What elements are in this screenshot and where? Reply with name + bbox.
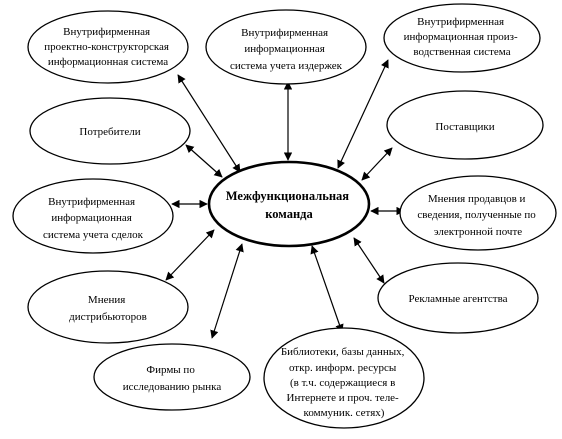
node-ad-agencies-label: Рекламные агентства (408, 293, 507, 305)
node-production-system: Внутрифирменная информационная произ- во… (383, 3, 541, 73)
label-line: Фирмы по (146, 364, 195, 376)
label-line: сведения, полученные по (417, 209, 536, 221)
label-line: Межфункциональная (226, 189, 350, 203)
label-line: Библиотеки, базы данных, (281, 346, 405, 358)
label-line: (в т.ч. содержащиеся в (290, 377, 395, 389)
label-line: Внутрифирменная (417, 16, 504, 28)
label-line: водственная система (413, 46, 510, 58)
label-line: Внутрифирменная (63, 26, 150, 38)
node-research-firms: Фирмы по исследованию рынка (93, 343, 251, 411)
label-line: Мнения (88, 294, 125, 306)
label-line: коммуник. сетях) (304, 407, 385, 419)
label-line: информационная система (48, 56, 168, 68)
arrow-suppliers (361, 147, 393, 181)
node-suppliers-label: Поставщики (435, 121, 494, 133)
node-libraries-label: Библиотеки, базы данных, откр. информ. р… (281, 346, 407, 419)
label-line: информационная (51, 212, 132, 224)
node-sales-opinions-label: Мнения продавцов и сведения, полученные … (417, 193, 538, 238)
label-line: Поставщики (435, 121, 494, 133)
label-line: Внутрифирменная (48, 196, 135, 208)
node-distributors: Мнения дистрибьюторов (27, 270, 189, 344)
label-line: Внутрифирменная (241, 27, 328, 39)
node-research-firms-label: Фирмы по исследованию рынка (123, 364, 222, 393)
node-cost-system-label: Внутрифирменная информационная система у… (230, 27, 343, 72)
label-line: Мнения продавцов и (428, 193, 526, 205)
label-line: система учета сделок (43, 229, 144, 241)
label-line: информационная произ- (404, 31, 518, 43)
arrow-design-system (177, 74, 241, 173)
node-consumers-label: Потребители (79, 126, 140, 138)
node-suppliers: Поставщики (386, 90, 544, 160)
label-line: информационная (244, 43, 325, 55)
node-deals-system: Внутрифирменная информационная система у… (12, 178, 174, 254)
node-cost-system: Внутрифирменная информационная система у… (205, 9, 367, 85)
label-line: исследованию рынка (123, 381, 222, 393)
label-line: система учета издержек (230, 60, 343, 72)
label-line: Потребители (79, 126, 140, 138)
label-line: команда (265, 207, 313, 221)
node-center-label: Межфункциональная команда (226, 189, 352, 221)
label-line: Интернете и проч. теле- (287, 392, 400, 404)
node-distributors-label: Мнения дистрибьюторов (69, 294, 147, 323)
arrow-ad-agencies (353, 237, 385, 284)
connectors (165, 59, 405, 339)
arrow-consumers (185, 144, 223, 178)
node-consumers: Потребители (29, 97, 191, 165)
node-production-system-label: Внутрифирменная информационная произ- во… (404, 16, 521, 58)
node-design-system: Внутрифирменная проектно-конструкторская… (27, 10, 189, 84)
label-line: откр. информ. ресурсы (289, 362, 397, 374)
label-line: проектно-конструкторская (44, 41, 169, 53)
node-ad-agencies: Рекламные агентства (377, 262, 539, 334)
node-center: Межфункциональная команда (207, 160, 371, 248)
label-line: Рекламные агентства (408, 293, 507, 305)
node-deals-system-label: Внутрифирменная информационная система у… (43, 196, 144, 241)
arrow-distributors (165, 229, 215, 281)
label-line: дистрибьюторов (69, 311, 147, 323)
arrow-libraries (310, 245, 344, 333)
label-line: электронной почте (434, 226, 522, 238)
node-design-system-label: Внутрифирменная проектно-конструкторская… (44, 26, 171, 68)
arrow-production-system (337, 59, 389, 169)
node-libraries: Библиотеки, базы данных, откр. информ. р… (263, 327, 425, 429)
arrow-research-firms (210, 243, 244, 339)
node-sales-opinions: Мнения продавцов и сведения, полученные … (399, 175, 557, 251)
